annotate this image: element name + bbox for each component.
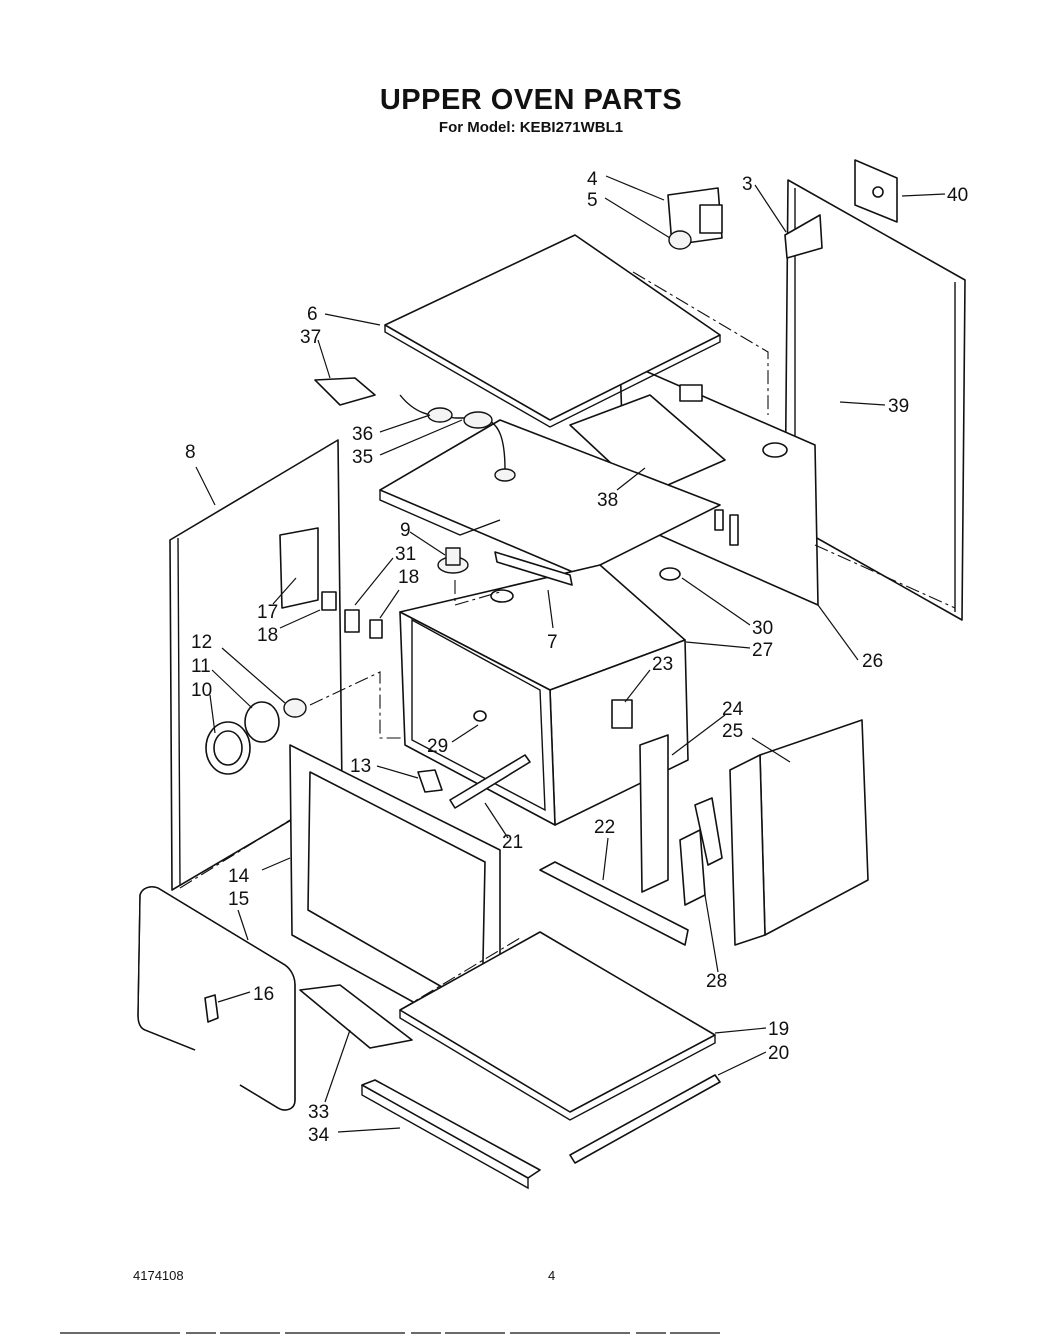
- callout-9: 9: [400, 520, 411, 541]
- callout-33: 33: [308, 1102, 329, 1123]
- part-rail-22: [539, 861, 689, 946]
- callout-15: 15: [228, 889, 249, 910]
- callout-29: 29: [427, 736, 448, 757]
- callout-4: 4: [587, 169, 598, 190]
- part-wire-harness: [399, 394, 516, 482]
- callout-21: 21: [502, 832, 523, 853]
- callout-34: 34: [308, 1125, 330, 1146]
- callout-14: 14: [228, 866, 250, 887]
- part-rail-7: [494, 551, 573, 586]
- document-number: 4174108: [133, 1268, 184, 1283]
- part-top-panel: [384, 234, 721, 428]
- callout-16: 16: [253, 984, 274, 1005]
- callout-12: 12: [191, 632, 212, 653]
- part-clip-16: [204, 994, 219, 1023]
- part-rail-20: [569, 1074, 721, 1164]
- part-side-panel-25: [729, 719, 869, 946]
- part-bracket-13: [417, 769, 443, 793]
- callout-labels: 4 5 3 40 6 37 39 36 35 8 38 9 31 18 17 1…: [185, 169, 968, 1146]
- callout-6: 6: [307, 304, 318, 325]
- callout-40: 40: [947, 185, 968, 206]
- callout-19: 19: [768, 1019, 789, 1040]
- model-subtitle: For Model: KEBI271WBL1: [438, 119, 624, 136]
- part-light-lens: [244, 701, 280, 743]
- part-light-bulb: [283, 698, 307, 718]
- callout-26: 26: [862, 651, 883, 672]
- callout-39: 39: [888, 396, 909, 417]
- callout-30: 30: [752, 618, 773, 639]
- callout-17: 17: [257, 602, 278, 623]
- callout-27: 27: [752, 640, 773, 661]
- callout-13: 13: [350, 756, 371, 777]
- part-oven-cavity: [399, 564, 689, 826]
- callout-25: 25: [722, 721, 743, 742]
- callout-8: 8: [185, 442, 196, 463]
- page-number: 4: [548, 1268, 556, 1283]
- callout-28: 28: [706, 971, 727, 992]
- part-door-gasket: [137, 886, 296, 1111]
- part-bracket-40: [854, 159, 898, 223]
- part-latch-37: [314, 377, 376, 406]
- part-light-socket: [205, 721, 251, 775]
- part-rail-34: [361, 1079, 541, 1190]
- assembly-lines: [179, 271, 956, 1011]
- callout-5: 5: [587, 190, 598, 211]
- callout-7: 7: [547, 632, 558, 653]
- leader-lines: [195, 175, 946, 1133]
- callout-10: 10: [191, 680, 212, 701]
- callout-20: 20: [768, 1043, 789, 1064]
- part-bracket-33: [299, 984, 413, 1049]
- callout-37: 37: [300, 327, 321, 348]
- part-bottom-panel: [399, 931, 716, 1121]
- callout-18a: 18: [398, 567, 419, 588]
- callout-18b: 18: [257, 625, 278, 646]
- callout-31: 31: [395, 544, 416, 565]
- part-hinge-28: [679, 797, 723, 906]
- callout-22: 22: [594, 817, 615, 838]
- part-back-panel: [784, 179, 966, 621]
- callout-36: 36: [352, 424, 373, 445]
- callout-38: 38: [597, 490, 618, 511]
- part-top-cover: [379, 394, 726, 576]
- part-side-bracket-24: [639, 734, 669, 893]
- callout-3: 3: [742, 174, 753, 195]
- callout-11: 11: [191, 656, 211, 677]
- part-bar-21: [449, 754, 531, 809]
- part-switch-31: [344, 609, 383, 639]
- callout-24: 24: [722, 699, 744, 720]
- part-sensor-9: [437, 547, 469, 574]
- page-title: UPPER OVEN PARTS: [379, 84, 683, 116]
- part-knob-5: [668, 230, 692, 250]
- callout-35: 35: [352, 447, 373, 468]
- callout-23: 23: [652, 654, 673, 675]
